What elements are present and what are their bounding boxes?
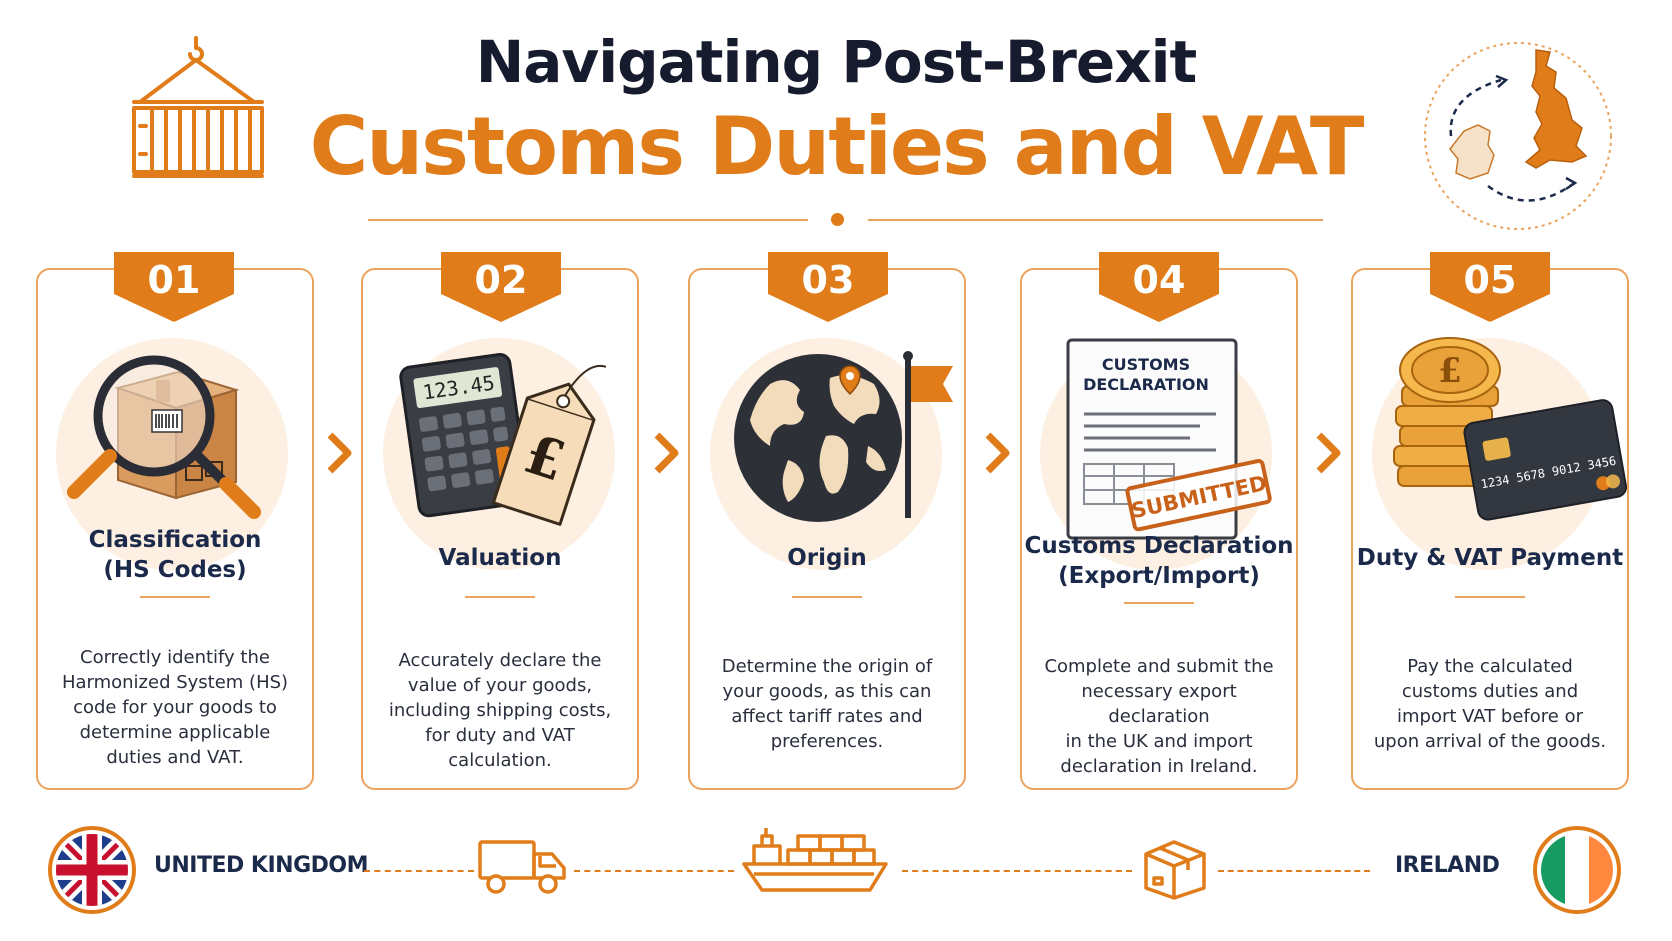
svg-text:CUSTOMS: CUSTOMS: [1102, 355, 1190, 374]
route-line-2: [574, 870, 734, 872]
title-divider-left: [368, 219, 808, 221]
globe-flag-icon: [734, 351, 953, 522]
step-underline-5: [1455, 596, 1525, 598]
calculator-price-tag-icon: 123.45 £: [399, 353, 607, 526]
chevron-right-icon: [1316, 432, 1341, 474]
step-underline-1: [140, 596, 210, 598]
route-line-1: [364, 870, 474, 872]
svg-text:£: £: [1438, 351, 1462, 391]
page-title-line2: Customs Duties and VAT: [309, 100, 1365, 193]
ireland-flag-icon: [1533, 826, 1621, 914]
uk-flag-icon: [48, 826, 136, 914]
step-badge-3: 03: [768, 252, 888, 322]
step-badge-4: 04: [1099, 252, 1219, 322]
step-title-2: Valuation: [438, 545, 562, 571]
step-title-1: Classification (HS Codes): [88, 527, 262, 583]
title-divider-dot: [831, 213, 844, 226]
step-badge-2: 02: [441, 252, 561, 322]
step-underline-2: [465, 596, 535, 598]
step-underline-4: [1124, 602, 1194, 604]
route-line-4: [1218, 870, 1370, 872]
step-title-3: Origin: [787, 545, 867, 571]
parcel-box-icon: [1144, 840, 1206, 900]
step-title-5: Duty & VAT Payment: [1356, 545, 1624, 571]
coins-card-icon: £ 1234 5678 9012 3456: [1393, 337, 1628, 521]
origin-country-label: UNITED KINGDOM: [154, 853, 368, 878]
chevron-right-icon: [654, 432, 679, 474]
truck-icon: [478, 840, 566, 894]
uk-ireland-map-icon: [1424, 42, 1612, 230]
step-title-4: Customs Declaration (Export/Import): [1024, 533, 1294, 589]
page-title-line1: Navigating Post-Brexit: [475, 28, 1197, 96]
cargo-ship-icon: [742, 828, 888, 892]
title-divider-right: [868, 219, 1323, 221]
chevron-right-icon: [985, 432, 1010, 474]
chevron-right-icon: [327, 432, 352, 474]
step-badge-5: 05: [1430, 252, 1550, 322]
route-line-3: [902, 870, 1132, 872]
step-underline-3: [792, 596, 862, 598]
magnifier-box-icon: [67, 355, 261, 519]
shipping-container-icon: [132, 36, 264, 178]
step-badge-1: 01: [114, 252, 234, 322]
destination-country-label: IRELAND: [1395, 853, 1500, 878]
customs-document-icon: CUSTOMS DECLARATION SUBMITTED: [1066, 338, 1272, 540]
svg-text:DECLARATION: DECLARATION: [1083, 375, 1209, 394]
